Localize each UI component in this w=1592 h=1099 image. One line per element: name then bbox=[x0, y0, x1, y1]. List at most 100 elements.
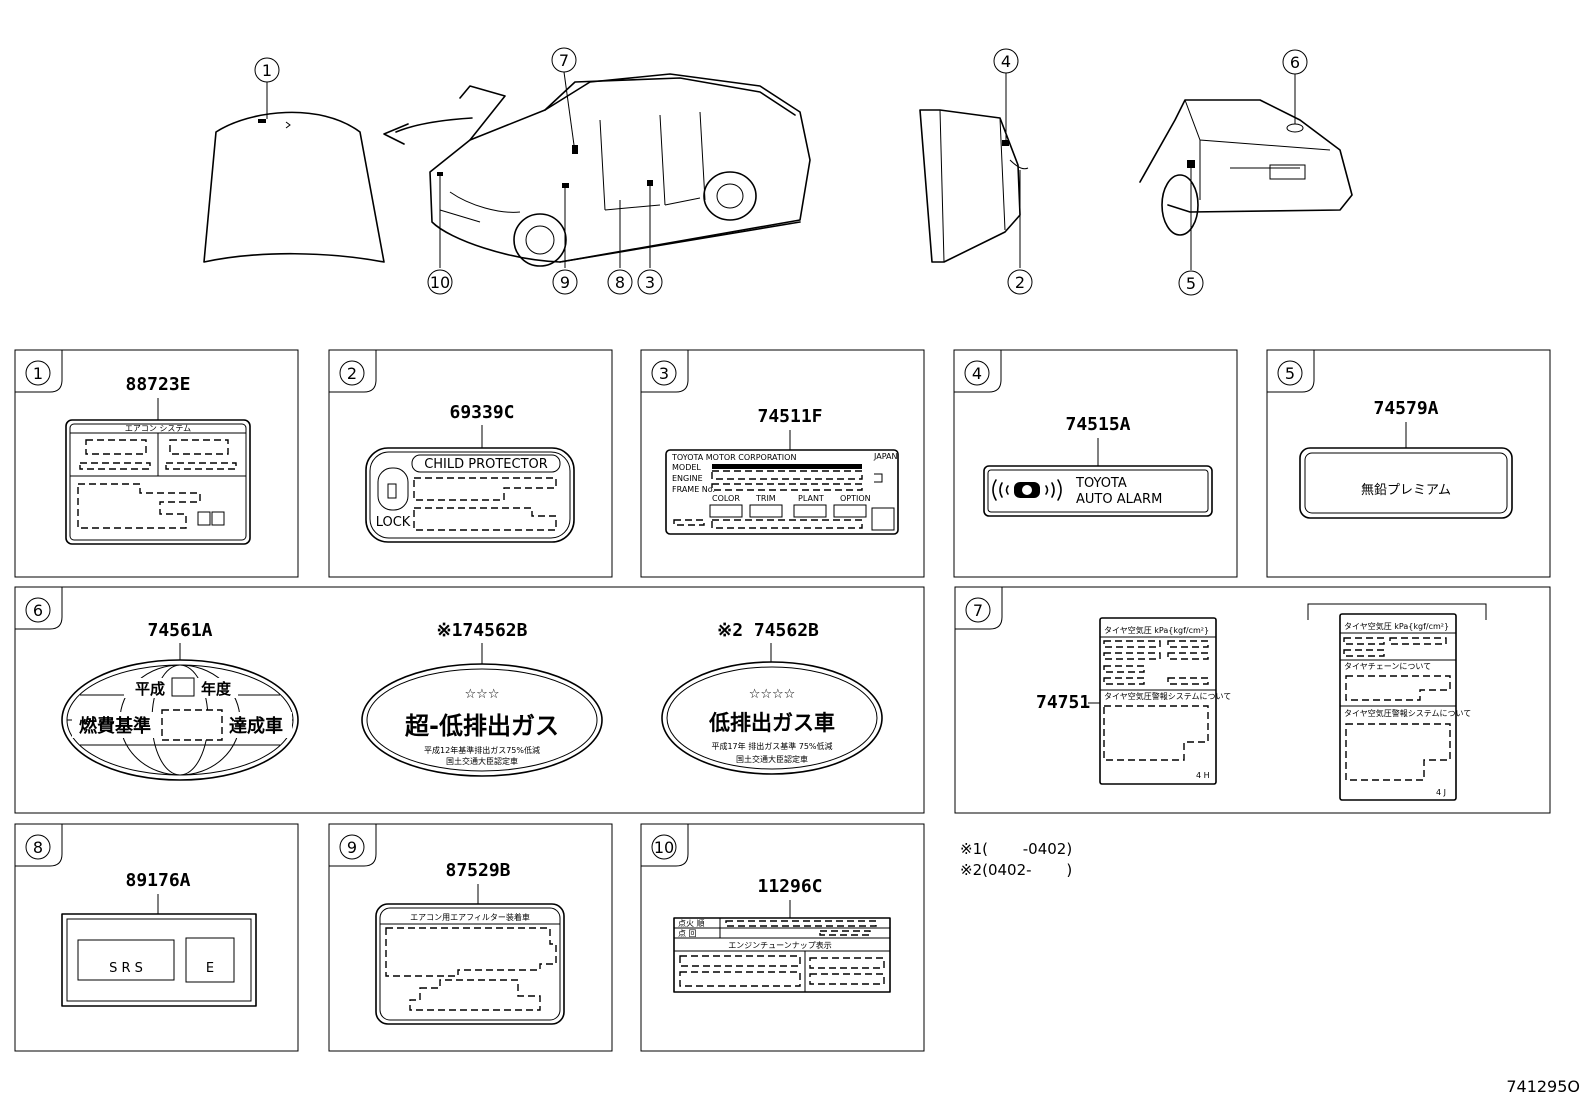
callout-4: 4 bbox=[993, 48, 1019, 74]
part-number: 88723E bbox=[125, 374, 190, 395]
door-illustration bbox=[919, 73, 1029, 268]
panel-6: 6 74561A 平成 年度 燃費基準 達成車 ※174562B ☆☆☆ 超-低… bbox=[14, 586, 925, 814]
panel-2: 2 69339C CHILD PROTECTOR LOCK bbox=[328, 349, 613, 578]
star-rating: ☆☆☆☆ bbox=[749, 687, 796, 702]
svg-text:エアコン システム: エアコン システム bbox=[125, 424, 191, 433]
svg-text:9: 9 bbox=[560, 273, 570, 292]
svg-text:PLANT: PLANT bbox=[798, 494, 824, 503]
svg-text:9: 9 bbox=[347, 838, 357, 857]
part-number: ※2 74562B bbox=[717, 620, 819, 641]
part-number: 74579A bbox=[1373, 398, 1438, 419]
svg-text:タイヤ空気圧 kPa{kgf/cm²}: タイヤ空気圧 kPa{kgf/cm²} bbox=[1104, 625, 1209, 635]
svg-text:6: 6 bbox=[33, 601, 43, 620]
part-number: 74515A bbox=[1065, 414, 1130, 435]
svg-text:1: 1 bbox=[262, 61, 272, 80]
hood-illustration bbox=[203, 82, 385, 263]
svg-text:MODEL: MODEL bbox=[672, 463, 701, 472]
svg-text:エンジンチューンナップ表示: エンジンチューンナップ表示 bbox=[728, 940, 832, 950]
car-front-illustration bbox=[429, 71, 811, 268]
svg-text:4 H: 4 H bbox=[1196, 771, 1210, 780]
svg-text:タイヤ空気圧警報システムについて: タイヤ空気圧警報システムについて bbox=[1344, 708, 1471, 718]
callout-2: 2 bbox=[1007, 269, 1033, 295]
svg-text:タイヤ空気圧 kPa{kgf/cm²}: タイヤ空気圧 kPa{kgf/cm²} bbox=[1344, 621, 1449, 631]
part-number: 11296C bbox=[757, 876, 822, 897]
svg-text:7: 7 bbox=[973, 601, 983, 620]
part-number: 74751 bbox=[1036, 692, 1090, 713]
svg-text:E: E bbox=[206, 961, 214, 976]
svg-text:3: 3 bbox=[659, 364, 669, 383]
svg-text:2: 2 bbox=[1015, 273, 1025, 292]
part-number: 74511F bbox=[757, 406, 822, 427]
note-1: ※1( -0402) bbox=[960, 840, 1072, 858]
svg-text:7: 7 bbox=[559, 51, 569, 70]
svg-text:5: 5 bbox=[1285, 364, 1295, 383]
svg-text:TOYOTA: TOYOTA bbox=[1075, 476, 1127, 491]
panel-4: 4 74515A TOYOTA AUTO ALARM bbox=[953, 349, 1238, 578]
svg-text:ENGINE: ENGINE bbox=[672, 474, 703, 483]
callout-1: 1 bbox=[254, 57, 280, 83]
part-number: 87529B bbox=[445, 860, 510, 881]
callout-3: 3 bbox=[637, 269, 663, 295]
part-number: 89176A bbox=[125, 870, 190, 891]
svg-text:国土交通大臣認定車: 国土交通大臣認定車 bbox=[736, 754, 808, 764]
svg-text:TRIM: TRIM bbox=[755, 494, 776, 503]
svg-text:タイヤチェーンについて: タイヤチェーンについて bbox=[1344, 662, 1431, 671]
svg-text:8: 8 bbox=[33, 838, 43, 857]
star-rating: ☆☆☆ bbox=[465, 687, 500, 702]
callout-9: 9 bbox=[552, 269, 578, 295]
callout-7: 7 bbox=[551, 47, 577, 73]
svg-text:CHILD PROTECTOR: CHILD PROTECTOR bbox=[424, 457, 548, 472]
callout-10: 10 bbox=[427, 269, 453, 295]
arrow-icon bbox=[383, 117, 473, 145]
svg-text:達成車: 達成車 bbox=[229, 715, 283, 737]
svg-text:4: 4 bbox=[1001, 52, 1011, 71]
car-rear-illustration bbox=[1139, 74, 1353, 270]
panel-10: 10 11296C 点火 順 点 回 エンジンチューンナップ表示 bbox=[640, 823, 925, 1052]
svg-text:燃費基準: 燃費基準 bbox=[79, 715, 151, 737]
svg-text:TOYOTA MOTOR CORPORATION: TOYOTA MOTOR CORPORATION bbox=[671, 453, 796, 462]
svg-text:低排出ガス車: 低排出ガス車 bbox=[708, 711, 835, 735]
panel-1: 1 88723E エアコン システム bbox=[14, 349, 299, 578]
alarm-icon bbox=[992, 479, 1062, 501]
panel-5: 5 74579A 無鉛プレミアム bbox=[1266, 349, 1551, 578]
svg-text:エアコン用エアフィルター装着車: エアコン用エアフィルター装着車 bbox=[410, 912, 530, 922]
panel-7: 7 74751 タイヤ空気圧 kPa{kgf/cm²} タイヤ空気圧警報システム… bbox=[954, 586, 1551, 814]
svg-text:OPTION: OPTION bbox=[840, 494, 871, 503]
part-number: ※174562B bbox=[437, 620, 528, 641]
svg-text:超-低排出ガス: 超-低排出ガス bbox=[405, 712, 559, 740]
svg-text:10: 10 bbox=[430, 273, 450, 292]
svg-text:1: 1 bbox=[33, 364, 43, 383]
svg-text:6: 6 bbox=[1290, 53, 1300, 72]
svg-text:タイヤ空気圧警報システムについて: タイヤ空気圧警報システムについて bbox=[1104, 691, 1231, 701]
svg-text:平成: 平成 bbox=[135, 680, 165, 698]
svg-text:5: 5 bbox=[1186, 274, 1196, 293]
callout-5: 5 bbox=[1178, 270, 1204, 296]
note-2: ※2(0402- ) bbox=[960, 861, 1072, 879]
svg-text:2: 2 bbox=[347, 364, 357, 383]
svg-text:国土交通大臣認定車: 国土交通大臣認定車 bbox=[446, 756, 518, 766]
svg-text:JAPAN: JAPAN bbox=[873, 452, 897, 461]
svg-text:AUTO ALARM: AUTO ALARM bbox=[1076, 492, 1162, 507]
svg-text:LOCK: LOCK bbox=[376, 515, 411, 530]
svg-text:点 回: 点 回 bbox=[678, 929, 697, 938]
svg-text:FRAME No.: FRAME No. bbox=[672, 485, 715, 494]
callout-8: 8 bbox=[607, 269, 633, 295]
svg-text:3: 3 bbox=[645, 273, 655, 292]
svg-text:年度: 年度 bbox=[201, 680, 232, 698]
svg-text:COLOR: COLOR bbox=[712, 494, 740, 503]
svg-text:平成12年基準排出ガス75%低減: 平成12年基準排出ガス75%低減 bbox=[424, 745, 540, 755]
svg-text:10: 10 bbox=[654, 838, 674, 857]
svg-text:8: 8 bbox=[615, 273, 625, 292]
svg-text:4 J: 4 J bbox=[1436, 788, 1446, 797]
svg-text:平成17年 排出ガス基準 75%低減: 平成17年 排出ガス基準 75%低減 bbox=[711, 741, 832, 751]
svg-text:無鉛プレミアム: 無鉛プレミアム bbox=[1361, 483, 1451, 498]
diagram-id: 741295O bbox=[1506, 1077, 1580, 1096]
panel-8: 8 89176A S R S E bbox=[14, 823, 299, 1052]
part-number: 74561A bbox=[147, 620, 212, 641]
panel-3: 3 74511F TOYOTA MOTOR CORPORATION JAPAN … bbox=[640, 349, 925, 578]
part-number: 69339C bbox=[449, 402, 514, 423]
svg-text:4: 4 bbox=[972, 364, 982, 383]
callout-6: 6 bbox=[1282, 49, 1308, 75]
svg-text:点火 順: 点火 順 bbox=[678, 919, 705, 928]
